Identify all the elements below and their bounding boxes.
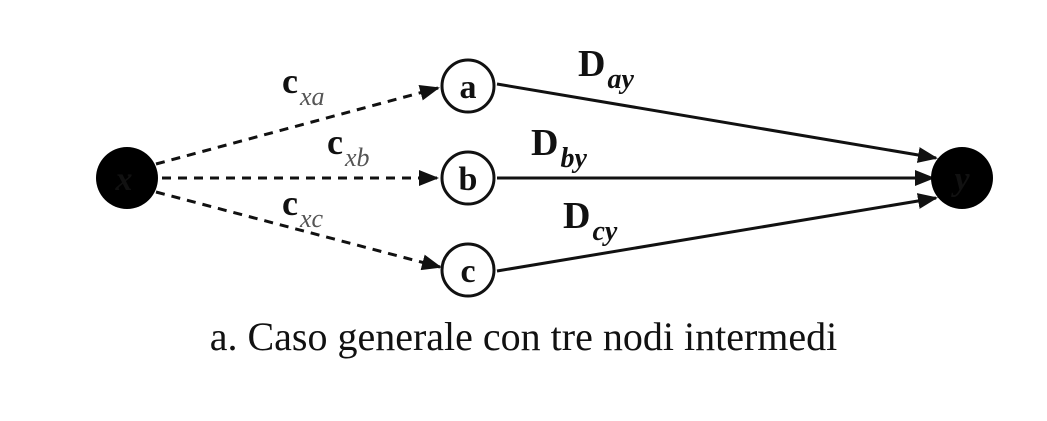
- node-x: x: [96, 147, 158, 209]
- node-y: y: [931, 147, 993, 209]
- edge-x-a: [155, 84, 440, 166]
- node-c-label: c: [460, 253, 475, 290]
- edge-label-by-sub: by: [560, 143, 587, 174]
- edge-label-xc-sub: xc: [299, 204, 324, 233]
- edge-label-ay: Day: [578, 43, 634, 95]
- node-y-label: y: [950, 161, 970, 198]
- edge-label-by: Dby: [531, 122, 587, 174]
- node-x-label: x: [115, 161, 133, 198]
- node-c: c: [440, 242, 496, 298]
- node-a-label: a: [460, 69, 477, 106]
- edge-a-y: [496, 82, 938, 163]
- edge-label-ay-sub: ay: [607, 64, 634, 95]
- edge-x-c: [155, 190, 442, 271]
- edge-label-xa-sub: xa: [299, 82, 325, 111]
- node-b-label: b: [459, 161, 478, 198]
- edge-label-xb-sub: xb: [344, 143, 370, 172]
- node-b: b: [440, 150, 496, 206]
- node-a: a: [440, 58, 496, 114]
- edge-label-xa: cxa: [282, 61, 325, 111]
- edge-label-cy-sub: cy: [592, 216, 617, 247]
- figure-caption: a. Caso generale con tre nodi intermedi: [209, 314, 838, 359]
- edge-label-xb: cxb: [327, 122, 370, 172]
- edge-label-cy: Dcy: [563, 195, 618, 247]
- edge-c-y: [496, 193, 938, 273]
- edge-label-xc: cxc: [282, 183, 324, 233]
